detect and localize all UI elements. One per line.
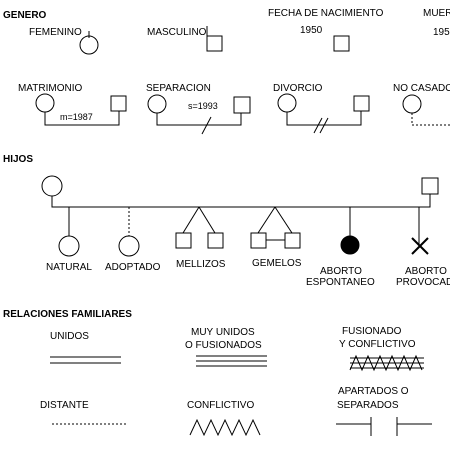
mellizos-line-2 — [198, 206, 216, 234]
label-apartados-2: SEPARADOS — [337, 400, 399, 411]
label-masculino: MASCULINO — [147, 27, 207, 38]
conflictivo-zigzag — [189, 418, 261, 437]
adoptado-child — [118, 235, 140, 257]
aborto-provocado-x-2 — [411, 237, 429, 255]
mellizo-2 — [207, 232, 224, 249]
separacion-female — [147, 94, 167, 114]
separacion-slash — [201, 116, 212, 135]
label-femenino: FEMENINO — [29, 27, 82, 38]
male-symbol — [206, 35, 223, 52]
label-gemelos: GEMELOS — [252, 258, 302, 269]
birth-date-symbol — [333, 35, 350, 52]
divorcio-slash-2 — [319, 117, 329, 134]
mellizos-line-1 — [182, 206, 200, 234]
label-aborto-espontaneo-1: ABORTO — [320, 266, 362, 277]
label-separacion: SEPARACION — [146, 83, 211, 94]
separacion-line — [156, 113, 242, 126]
matrimonio-female — [35, 93, 55, 113]
label-muerte-year: 195 — [433, 27, 450, 38]
natural-child — [58, 235, 80, 257]
matrimonio-line — [44, 111, 120, 126]
label-matrimonio-fecha: m=1987 — [60, 112, 93, 122]
separacion-male — [233, 96, 251, 114]
parents-bar — [51, 194, 431, 208]
mellizo-1 — [175, 232, 192, 249]
label-aborto-provocado-1: ABORTO — [405, 266, 447, 277]
gemelos-line-1 — [257, 206, 276, 234]
no-casados-line — [411, 113, 450, 126]
female-symbol — [79, 35, 99, 55]
section-genero-heading: GENERO — [3, 10, 47, 21]
label-muy-unidos-1: MUY UNIDOS — [191, 327, 255, 338]
label-fecha-year: 1950 — [300, 25, 323, 36]
label-fusionado-2: Y CONFLICTIVO — [339, 339, 416, 350]
label-fecha-nacimiento: FECHA DE NACIMIENTO — [268, 8, 384, 19]
gemelos-line-2 — [274, 206, 293, 234]
label-divorcio: DIVORCIO — [273, 83, 323, 94]
label-fusionado-1: FUSIONADO — [342, 326, 402, 337]
label-natural: NATURAL — [46, 262, 92, 273]
label-matrimonio: MATRIMONIO — [18, 83, 82, 94]
section-relaciones-heading: RELACIONES FAMILIARES — [3, 309, 132, 320]
aborto-espontaneo-symbol — [340, 235, 360, 255]
divorcio-line — [286, 111, 362, 126]
label-mellizos: MELLIZOS — [176, 259, 226, 270]
label-distante: DISTANTE — [40, 400, 89, 411]
label-aborto-provocado-2: PROVOCAD — [396, 277, 450, 288]
female-symbol-group — [79, 31, 99, 55]
label-adoptado: ADOPTADO — [105, 262, 161, 273]
parent-female — [41, 175, 63, 197]
divorcio-female — [277, 93, 297, 113]
label-unidos: UNIDOS — [50, 331, 89, 342]
no-casados-female — [402, 94, 422, 114]
divorcio-slash-1 — [313, 117, 323, 134]
fusionado-zigzag — [349, 354, 423, 372]
label-apartados-1: APARTADOS O — [338, 386, 409, 397]
label-muerte: MUER — [423, 8, 450, 19]
section-hijos-heading: HIJOS — [3, 154, 33, 165]
label-no-casados: NO CASADO — [393, 83, 450, 94]
label-conflictivo: CONFLICTIVO — [187, 400, 254, 411]
gemelo-1 — [250, 232, 267, 249]
parent-male — [421, 177, 439, 195]
label-separacion-fecha: s=1993 — [188, 101, 218, 111]
matrimonio-male — [110, 95, 127, 112]
label-aborto-espontaneo-2: ESPONTANEO — [306, 277, 375, 288]
label-muy-unidos-2: O FUSIONADOS — [185, 340, 262, 351]
gemelo-2 — [284, 232, 301, 249]
divorcio-male — [353, 95, 370, 112]
male-symbol-group — [206, 26, 223, 52]
